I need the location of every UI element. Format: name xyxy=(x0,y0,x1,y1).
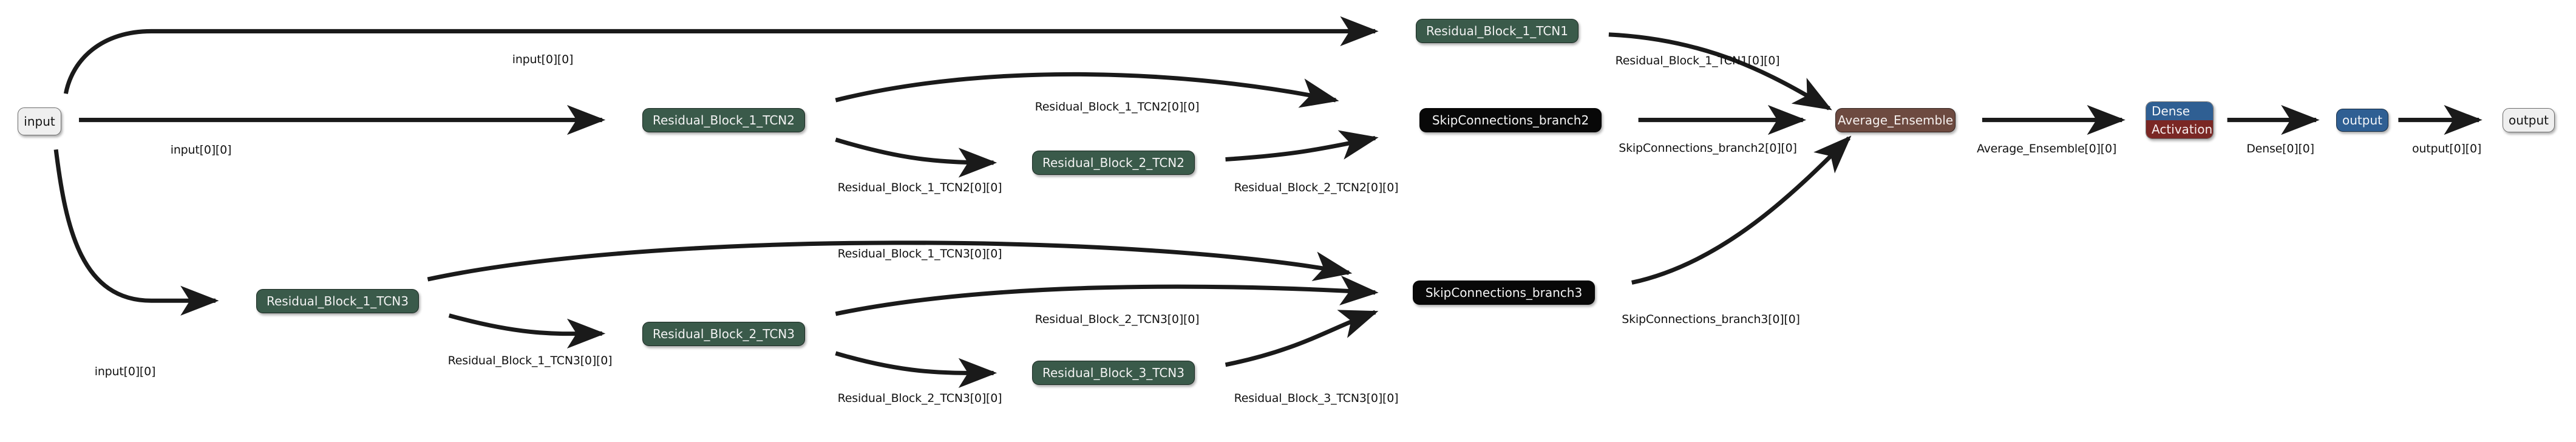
node-label: output xyxy=(2509,113,2549,127)
edge-rb1tcn1-to-avg xyxy=(1608,32,1832,110)
edge-rb2tcn3-to-skip3 xyxy=(835,275,1379,316)
node-residual-block-2-tcn2[interactable]: Residual_Block_2_TCN2 xyxy=(1032,151,1195,175)
node-residual-block-2-tcn3[interactable]: Residual_Block_2_TCN3 xyxy=(642,322,805,346)
node-label: Residual_Block_2_TCN3 xyxy=(653,327,795,341)
edge-rb1tcn3-to-skip3 xyxy=(427,240,1353,282)
node-label: SkipConnections_branch2 xyxy=(1432,113,1589,127)
node-dense-activation[interactable]: Dense Activation xyxy=(2146,101,2214,139)
edge-rb3tcn3-to-skip3 xyxy=(1225,310,1379,367)
node-residual-block-1-tcn3[interactable]: Residual_Block_1_TCN3 xyxy=(256,289,419,313)
node-output-terminal[interactable]: output xyxy=(2503,108,2555,132)
node-dense-half[interactable]: Dense xyxy=(2146,102,2213,120)
node-label: Residual_Block_3_TCN3 xyxy=(1042,365,1184,380)
node-average-ensemble[interactable]: Average_Ensemble xyxy=(1835,108,1956,132)
edge-rb1tcn3-to-rb2tcn3 xyxy=(448,313,606,349)
node-activation-half[interactable]: Activation xyxy=(2146,120,2213,138)
node-skipconnections-branch3[interactable]: SkipConnections_branch3 xyxy=(1413,280,1595,305)
node-label-activation: Activation xyxy=(2152,122,2213,137)
node-label: Average_Ensemble xyxy=(1837,113,1954,127)
edge-input-to-rb1tcn3 xyxy=(53,149,219,316)
node-label: SkipConnections_branch3 xyxy=(1425,285,1583,300)
edge-input-to-rb1tcn1 xyxy=(63,16,1379,94)
node-label: input xyxy=(24,114,55,129)
node-label: Residual_Block_1_TCN3 xyxy=(267,294,409,308)
node-residual-block-1-tcn1[interactable]: Residual_Block_1_TCN1 xyxy=(1416,19,1579,43)
node-label: Residual_Block_2_TCN2 xyxy=(1042,155,1184,170)
node-label: output xyxy=(2342,113,2382,127)
edge-skip3-to-avg xyxy=(1631,135,1852,285)
node-skipconnections-branch2[interactable]: SkipConnections_branch2 xyxy=(1419,108,1602,132)
node-residual-block-3-tcn3[interactable]: Residual_Block_3_TCN3 xyxy=(1032,361,1195,385)
edge-rb1tcn2-to-skip2 xyxy=(835,72,1339,108)
node-label-dense: Dense xyxy=(2152,104,2190,118)
node-residual-block-1-tcn2[interactable]: Residual_Block_1_TCN2 xyxy=(642,108,805,132)
edge-rb2tcn2-to-skip2 xyxy=(1225,130,1379,162)
node-label: Residual_Block_1_TCN2 xyxy=(653,113,795,127)
node-input[interactable]: input xyxy=(18,107,61,135)
node-output-layer[interactable]: output xyxy=(2336,109,2388,132)
edge-rb1tcn2-to-rb2tcn2 xyxy=(835,137,997,178)
node-label: Residual_Block_1_TCN1 xyxy=(1426,24,1568,38)
edge-rb2tcn3-to-rb3tcn3 xyxy=(835,351,997,388)
